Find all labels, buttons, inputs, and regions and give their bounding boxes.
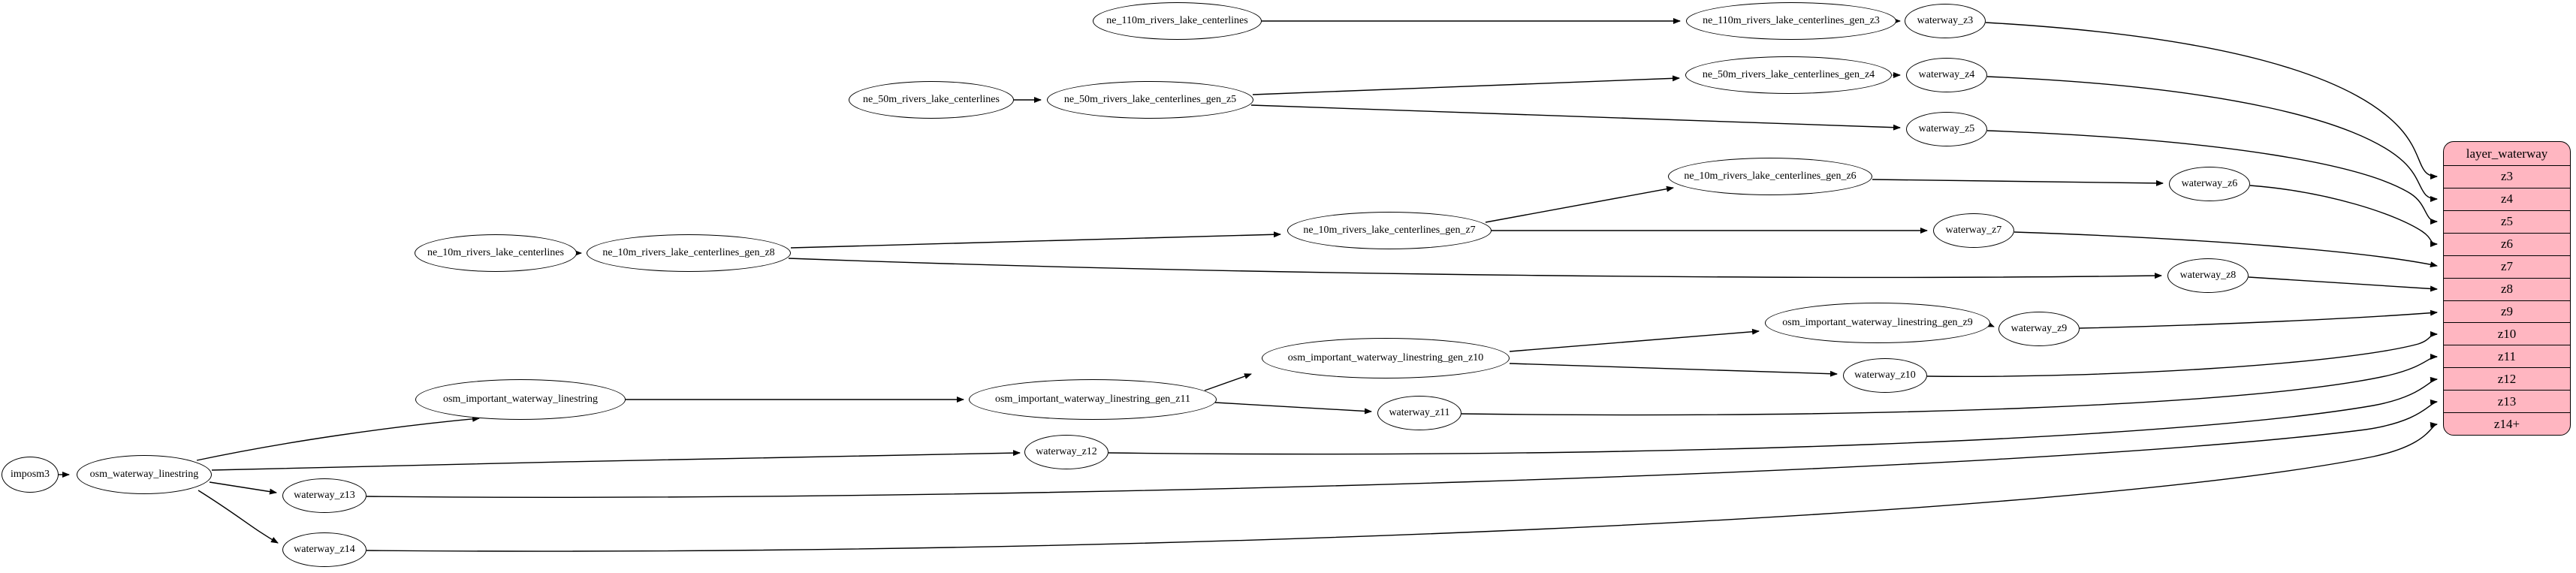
edge-gen_z11-waterway_z11 [1214,402,1372,415]
record-row-z4: z4 [2444,188,2570,211]
node-waterway_z12: waterway_z12 [1024,435,1109,469]
edge-gen_z10-gen_z9 [1509,328,1760,352]
record-row-z12: z12 [2444,368,2570,391]
node-waterway_z13: waterway_z13 [282,478,366,513]
node-label: ne_50m_rivers_lake_centerlines_gen_z5 [1063,94,1237,105]
edge-waterway_z8-row_z8 [2248,276,2438,292]
node-label: ne_50m_rivers_lake_centerlines_gen_z4 [1702,69,1875,80]
node-waterway_z7: waterway_z7 [1933,213,2014,248]
record-row-z10: z10 [2444,323,2570,346]
node-label: osm_important_waterway_linestring_gen_z1… [995,394,1190,405]
record-row-z9: z9 [2444,301,2570,324]
node-waterway_z8: waterway_z8 [2167,258,2249,293]
edge-gen_z6-waterway_z6 [1872,179,2164,186]
node-waterway_z9: waterway_z9 [1998,312,2080,346]
node-label: waterway_z13 [294,490,355,501]
node-label: ne_10m_rivers_lake_centerlines_gen_z6 [1684,170,1857,182]
node-label: ne_110m_rivers_lake_centerlines [1106,15,1248,26]
node-label: waterway_z6 [2181,178,2238,189]
node-waterway_z10: waterway_z10 [1843,358,1927,393]
edge-gen_z5-gen_z4 [1252,75,1680,95]
record-row-z6: z6 [2444,234,2570,256]
edge-osm_waterway_linestring-waterway_z14 [198,490,279,544]
edge-osm_waterway_linestring-waterway_z13 [209,481,277,495]
edge-waterway_z3-row_z3 [1985,22,2438,179]
record-row-z14: z14+ [2493,416,2520,431]
edge-waterway_z6-row_z6 [2249,185,2438,247]
record-row-z5: z5 [2444,211,2570,234]
node-label: waterway_z4 [1918,69,1975,80]
edge-gen_z11-gen_z10 [1204,373,1252,391]
node-waterway_z11: waterway_z11 [1377,396,1461,430]
node-label: waterway_z9 [2010,323,2068,334]
edge-gen_z10-waterway_z10 [1509,363,1838,377]
node-label: waterway_z12 [1036,446,1097,457]
edge-gen_z5-waterway_z5 [1250,104,1901,131]
record-row-z11: z11 [2444,345,2570,369]
node-label: waterway_z11 [1389,407,1450,418]
record-row-z8: z8 [2444,279,2570,301]
node-label: imposm3 [10,469,50,480]
node-ne_50m_rivers_lake_centerlines_gen_z4: ne_50m_rivers_lake_centerlines_gen_z4 [1685,56,1892,94]
node-waterway_z14: waterway_z14 [282,532,366,567]
edge-waterway_z14-row_z14 [366,422,2438,552]
node-label: waterway_z8 [2179,270,2237,281]
node-ne_10m_rivers_lake_centerlines_gen_z7: ne_10m_rivers_lake_centerlines_gen_z7 [1287,212,1492,249]
node-ne_10m_rivers_lake_centerlines_gen_z6: ne_10m_rivers_lake_centerlines_gen_z6 [1668,158,1872,195]
edge-gen_z9-waterway_z9 [1986,321,1995,327]
node-ne_110m_rivers_lake_centerlines_gen_z3: ne_110m_rivers_lake_centerlines_gen_z3 [1686,2,1896,40]
edge-waterway_z9-row_z9 [2079,309,2438,329]
edge-gen_z7-gen_z6 [1485,185,1674,223]
node-osm_important_waterway_linestring_gen_z11: osm_important_waterway_linestring_gen_z1… [969,379,1217,420]
node-label: waterway_z3 [1917,15,1974,26]
node-label: waterway_z14 [294,544,355,555]
node-label: waterway_z10 [1854,369,1916,381]
record-row-z7: z7 [2444,256,2570,279]
layer-waterway-record: layer_waterway z3 z4 z5 z6 z7 z8 z9 z10 … [2443,141,2571,436]
edge-waterway_z10-row_z10 [1926,331,2438,378]
node-label: osm_important_waterway_linestring_gen_z9 [1782,317,1973,328]
node-waterway_z3: waterway_z3 [1905,4,1986,38]
record-title: layer_waterway [2444,142,2570,166]
node-ne_10m_rivers_lake_centerlines_gen_z8: ne_10m_rivers_lake_centerlines_gen_z8 [587,234,791,272]
node-ne_10m_rivers_lake_centerlines: ne_10m_rivers_lake_centerlines [415,234,577,272]
edge-osm_waterway_linestring-osm_important_waterway_linestring [196,415,480,461]
node-label: osm_waterway_linestring [89,469,199,480]
edge-waterway_z12-row_z12 [1108,376,2438,455]
node-osm_important_waterway_linestring_gen_z9: osm_important_waterway_linestring_gen_z9 [1765,303,1990,343]
edge-gen_z8-waterway_z8 [788,258,2162,279]
edge-osm_waterway_linestring-waterway_z12 [211,450,1021,471]
node-waterway_z6: waterway_z6 [2169,167,2250,201]
node-waterway_z5: waterway_z5 [1906,112,1987,146]
node-label: ne_110m_rivers_lake_centerlines_gen_z3 [1703,15,1880,26]
node-waterway_z4: waterway_z4 [1906,58,1987,92]
node-ne_50m_rivers_lake_centerlines: ne_50m_rivers_lake_centerlines [849,81,1014,119]
node-label: ne_10m_rivers_lake_centerlines_gen_z8 [602,247,775,258]
node-osm_waterway_linestring: osm_waterway_linestring [77,455,212,494]
node-label: waterway_z5 [1918,123,1975,134]
node-label: ne_10m_rivers_lake_centerlines [427,247,564,258]
node-osm_important_waterway_linestring: osm_important_waterway_linestring [415,379,626,420]
node-label: ne_10m_rivers_lake_centerlines_gen_z7 [1303,225,1476,236]
edge-waterway_z11-row_z11 [1461,354,2438,416]
edge-gen_z8-gen_z7 [790,231,1281,249]
node-label: waterway_z7 [1945,225,2002,236]
node-label: osm_important_waterway_linestring_gen_z1… [1287,352,1484,363]
node-ne_110m_rivers_lake_centerlines: ne_110m_rivers_lake_centerlines [1093,2,1262,40]
node-ne_50m_rivers_lake_centerlines_gen_z5: ne_50m_rivers_lake_centerlines_gen_z5 [1047,81,1253,119]
node-osm_important_waterway_linestring_gen_z10: osm_important_waterway_linestring_gen_z1… [1262,338,1510,378]
node-label: osm_important_waterway_linestring [442,394,599,405]
node-label: ne_50m_rivers_lake_centerlines [863,94,1000,105]
record-row-z13: z13 [2444,391,2570,414]
node-imposm3: imposm3 [2,457,59,493]
record-row-z3: z3 [2444,166,2570,188]
